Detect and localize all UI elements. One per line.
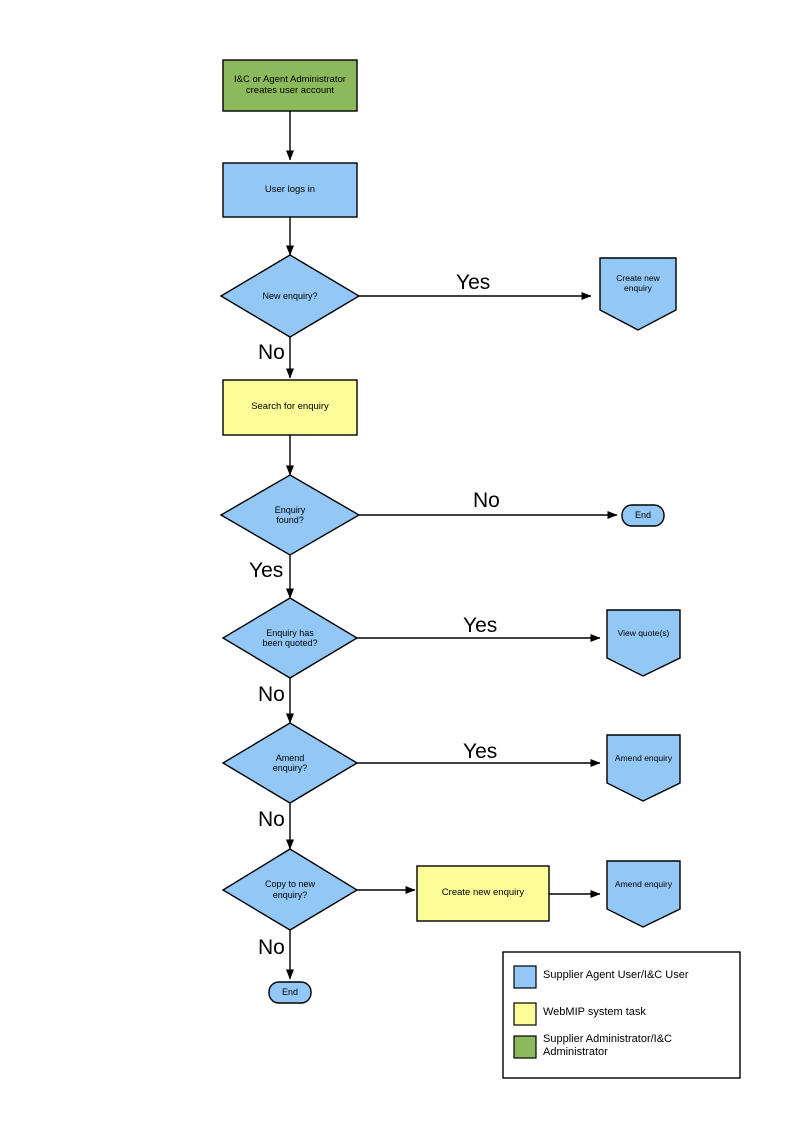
node-enquiry-found-decision[interactable] (219, 474, 361, 556)
edge-label-new-enquiry-no: No (258, 341, 285, 364)
legend-label-line-1: Supplier Administrator/I&C (543, 1033, 672, 1045)
node-enquiry-quoted-decision[interactable] (221, 597, 359, 679)
node-amend-enquiry-shield-2[interactable] (606, 860, 681, 928)
node-admin-creates-account[interactable] (222, 59, 358, 112)
node-end-terminator-2[interactable] (268, 981, 312, 1004)
legend-box (502, 951, 741, 1079)
edge-label-enquiry-found-no: No (473, 489, 500, 512)
legend-swatch-user (513, 965, 537, 989)
edge-label-amend-yes: Yes (463, 740, 498, 763)
node-amend-enquiry-decision[interactable] (221, 722, 359, 804)
legend-swatch-system (513, 1002, 537, 1026)
legend-label-admin: Supplier Administrator/I&C Administrator (543, 1033, 733, 1059)
node-create-new-enquiry-process[interactable] (416, 865, 550, 922)
node-search-for-enquiry[interactable] (222, 379, 358, 436)
node-user-logs-in[interactable] (222, 162, 358, 218)
edge-label-enquiry-found-yes: Yes (249, 559, 284, 582)
legend-label-line-1: Supplier Agent User/I&C User (543, 969, 689, 981)
legend-label-line-1: WebMIP system task (543, 1006, 646, 1018)
node-copy-to-new-enquiry-decision[interactable] (221, 848, 359, 931)
connectors (286, 111, 618, 980)
edge-label-quoted-yes: Yes (463, 614, 498, 637)
edge-label-new-enquiry-yes: Yes (456, 271, 491, 294)
node-create-new-enquiry-shield[interactable] (599, 257, 677, 331)
node-new-enquiry-decision[interactable] (219, 254, 361, 338)
legend-label-system: WebMIP system task (543, 1006, 733, 1019)
legend-swatch-admin (513, 1035, 537, 1059)
edge-label-amend-no: No (258, 808, 285, 831)
edge-label-quoted-no: No (258, 683, 285, 706)
legend-label-user: Supplier Agent User/I&C User (543, 969, 733, 982)
node-view-quotes-shield[interactable] (606, 609, 681, 677)
edge-label-copy-no: No (258, 936, 285, 959)
node-amend-enquiry-shield-1[interactable] (606, 734, 681, 802)
node-end-terminator-1[interactable] (621, 504, 665, 527)
legend-label-line-2: Administrator (543, 1046, 608, 1059)
